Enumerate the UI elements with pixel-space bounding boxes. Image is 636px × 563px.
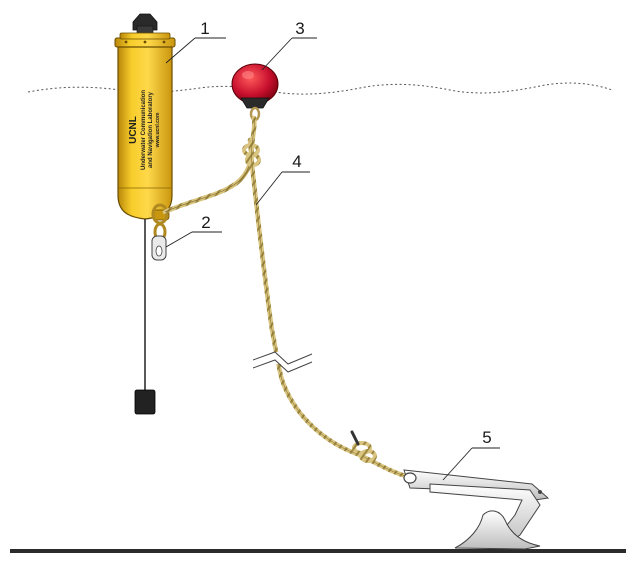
anchor-fluke [454,510,541,550]
callout-3-label: 3 [295,19,304,38]
buoy [231,63,279,122]
callout-1: 1 [165,19,226,64]
callout-4-label: 4 [292,152,301,171]
water-surface [27,82,613,95]
modem-body [117,46,173,220]
callout-4: 4 [255,152,310,206]
callout-5-label: 5 [482,428,491,447]
sinker-weight [134,389,156,415]
tether-rope [162,137,254,215]
modem-label-url: www.ucnl.com [155,112,161,148]
length-break-symbol [252,351,313,373]
callout-5: 5 [442,428,500,481]
shackle [151,203,169,261]
modem-label-line3: and Navigation Laboratory [148,91,154,168]
modem-label-line2: Underwater Communication [141,90,147,170]
modem: UCNL Underwater Communication and Naviga… [114,13,176,221]
modem-label-brand: UCNL [128,116,139,144]
seabed [10,549,626,553]
mooring-rope [249,115,413,480]
knot-lower [350,430,377,463]
callout-3: 3 [261,19,317,71]
anchor [403,469,550,550]
callout-2: 2 [165,213,222,248]
callout-2-label: 2 [201,213,210,232]
callout-1-label: 1 [200,19,209,38]
